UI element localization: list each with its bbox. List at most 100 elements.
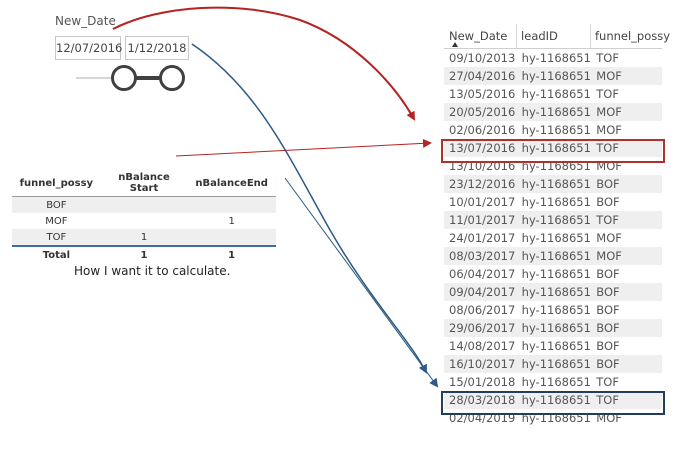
table-row[interactable]: 20/05/2016 hy-1168651 MOF: [444, 103, 662, 121]
table-row[interactable]: 28/03/2018 hy-1168651 TOF: [444, 391, 662, 409]
row-funnel-cell: TOF: [596, 51, 619, 65]
matrix-row: BOF: [12, 196, 276, 213]
row-date-cell: 09/04/2017: [449, 285, 516, 299]
row-lead-cell: hy-1168651: [521, 285, 591, 299]
row-funnel-cell: MOF: [596, 123, 622, 137]
table-row[interactable]: 24/01/2017 hy-1168651 MOF: [444, 229, 662, 247]
highlight-start-row: [441, 139, 665, 163]
row-funnel-cell: TOF: [596, 141, 619, 155]
row-lead-cell: hy-1168651: [521, 303, 591, 317]
matrix-total-row: Total 1 1: [12, 245, 276, 263]
matrix-cell: TOF: [12, 229, 101, 246]
matrix-header-funnel[interactable]: funnel_possy: [12, 170, 101, 197]
header-lead-id[interactable]: leadID: [517, 24, 591, 48]
row-funnel-cell: MOF: [596, 105, 622, 119]
matrix-cell: [187, 229, 276, 246]
row-date-cell: 16/10/2017: [449, 357, 516, 371]
row-funnel-cell: TOF: [596, 393, 619, 407]
row-lead-cell: hy-1168651: [521, 141, 591, 155]
row-lead-cell: hy-1168651: [521, 51, 591, 65]
matrix-cell: [187, 196, 276, 213]
table-row[interactable]: 08/06/2017 hy-1168651 BOF: [444, 301, 662, 319]
row-funnel-cell: BOF: [596, 195, 620, 209]
row-lead-cell: hy-1168651: [521, 321, 591, 335]
row-date-cell: 23/12/2016: [449, 177, 516, 191]
table-row[interactable]: 09/10/2013 hy-1168651 TOF: [444, 49, 662, 67]
row-lead-cell: hy-1168651: [521, 195, 591, 209]
row-date-cell: 11/01/2017: [449, 213, 516, 227]
header-funnel-possy[interactable]: funnel_possy: [595, 29, 671, 43]
row-date-cell: 20/05/2016: [449, 105, 516, 119]
matrix-header-balance-end[interactable]: nBalanceEnd: [187, 170, 276, 197]
table-row[interactable]: 15/01/2018 hy-1168651 TOF: [444, 373, 662, 391]
row-date-cell: 24/01/2017: [449, 231, 516, 245]
end-date-input[interactable]: 1/12/2018: [125, 36, 189, 60]
blue-straight-arrow: [284, 177, 439, 388]
row-funnel-cell: BOF: [596, 285, 620, 299]
balance-matrix: funnel_possy nBalance Start nBalanceEnd …: [12, 170, 276, 263]
table-row[interactable]: 06/04/2017 hy-1168651 BOF: [444, 265, 662, 283]
row-date-cell: 09/10/2013: [449, 51, 516, 65]
matrix-row: TOF 1: [12, 229, 276, 246]
row-lead-cell: hy-1168651: [521, 231, 591, 245]
row-date-cell: 02/06/2016: [449, 123, 516, 137]
matrix-total-end: 1: [187, 245, 276, 263]
table-row[interactable]: 08/03/2017 hy-1168651 MOF: [444, 247, 662, 265]
row-date-cell: 08/06/2017: [449, 303, 516, 317]
row-funnel-cell: BOF: [596, 321, 620, 335]
row-lead-cell: hy-1168651: [521, 177, 591, 191]
highlight-end-row: [441, 391, 665, 415]
row-date-cell: 06/04/2017: [449, 267, 516, 281]
slider-start-handle[interactable]: [111, 65, 137, 91]
row-date-cell: 27/04/2016: [449, 69, 516, 83]
row-date-cell: 08/03/2017: [449, 249, 516, 263]
slicer-title: New_Date: [55, 14, 116, 28]
matrix-cell: BOF: [12, 196, 101, 213]
row-funnel-cell: BOF: [596, 177, 620, 191]
row-date-cell: 14/08/2017: [449, 339, 516, 353]
matrix-header-balance-start[interactable]: nBalance Start: [100, 170, 188, 197]
row-lead-cell: hy-1168651: [521, 339, 591, 353]
sort-ascending-icon[interactable]: [452, 42, 458, 47]
row-lead-cell: hy-1168651: [521, 393, 591, 407]
matrix-cell: [100, 196, 188, 213]
row-lead-cell: hy-1168651: [521, 213, 591, 227]
row-lead-cell: hy-1168651: [521, 249, 591, 263]
date-slider-range: [124, 76, 172, 80]
matrix-header-row: funnel_possy nBalance Start nBalanceEnd: [12, 170, 276, 197]
header-new-date[interactable]: New_Date: [444, 24, 518, 48]
red-straight-arrow: [175, 138, 432, 157]
row-lead-cell: hy-1168651: [521, 267, 591, 281]
row-funnel-cell: BOF: [596, 303, 620, 317]
row-lead-cell: hy-1168651: [521, 105, 591, 119]
row-funnel-cell: TOF: [596, 87, 619, 101]
row-funnel-cell: BOF: [596, 267, 620, 281]
table-row[interactable]: 09/04/2017 hy-1168651 BOF: [444, 283, 662, 301]
row-funnel-cell: MOF: [596, 249, 622, 263]
table-row[interactable]: 23/12/2016 hy-1168651 BOF: [444, 175, 662, 193]
row-date-cell: 28/03/2018: [449, 393, 516, 407]
start-date-input[interactable]: 12/07/2016: [55, 36, 122, 60]
table-row[interactable]: 10/01/2017 hy-1168651 BOF: [444, 193, 662, 211]
blue-curved-arrow: [191, 43, 427, 374]
row-lead-cell: hy-1168651: [521, 375, 591, 389]
slider-end-handle[interactable]: [159, 65, 185, 91]
red-curved-arrow: [112, 6, 415, 121]
row-lead-cell: hy-1168651: [521, 357, 591, 371]
matrix-cell: MOF: [45, 215, 68, 227]
caption-text: How I want it to calculate.: [74, 264, 231, 278]
row-date-cell: 10/01/2017: [449, 195, 516, 209]
row-date-cell: 15/01/2018: [449, 375, 516, 389]
row-funnel-cell: MOF: [596, 231, 622, 245]
row-lead-cell: hy-1168651: [521, 69, 591, 83]
row-funnel-cell: TOF: [596, 375, 619, 389]
